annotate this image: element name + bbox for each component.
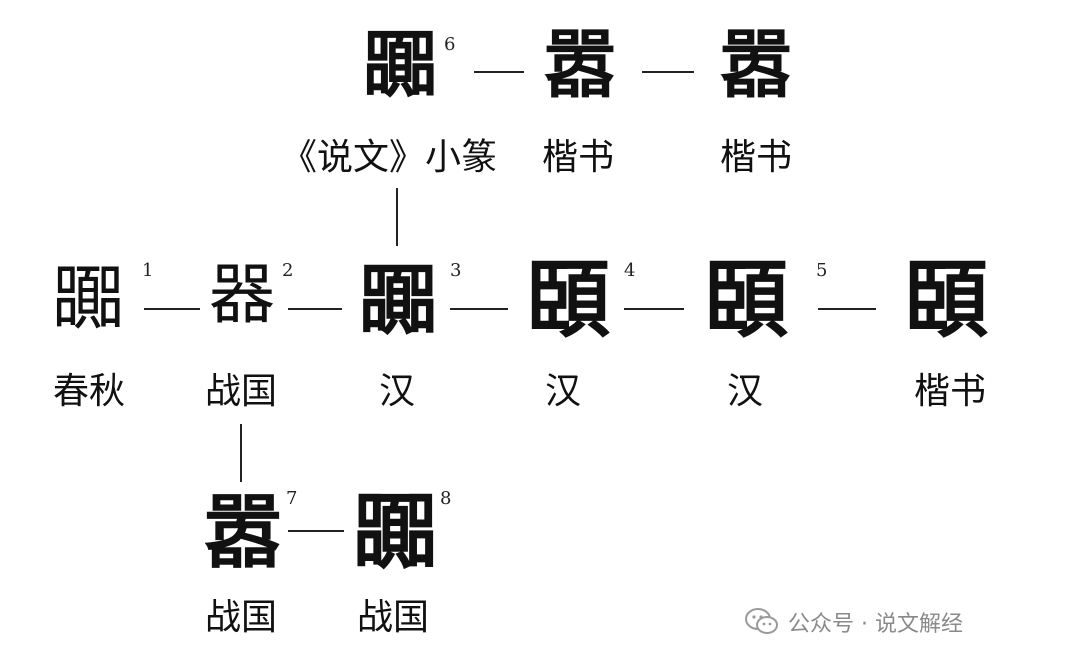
label-shuowen-xiaozhuan: 《说文》小篆 (280, 137, 497, 178)
connector-line (450, 308, 508, 310)
connector-line (642, 71, 694, 73)
glyph-zhanguo-1: 器 (209, 256, 275, 333)
note-number-6: 6 (444, 34, 456, 55)
label-kaishu: 楷书 (541, 137, 614, 178)
note-number-5: 5 (816, 260, 828, 281)
note-number-7: 7 (286, 488, 298, 509)
wechat-icon (745, 608, 778, 634)
label-chunqiu: 春秋 (52, 371, 125, 412)
label-zhanguo: 战国 (204, 597, 277, 638)
connector-line (818, 308, 876, 310)
glyph-kaishu-3: 頣 (903, 250, 988, 349)
note-number-1: 1 (142, 260, 154, 281)
glyph-zhanguo-3: 嚻 (352, 482, 437, 581)
connector-line-vertical (240, 424, 242, 482)
connector-line (144, 308, 200, 310)
note-number-2: 2 (282, 260, 294, 281)
label-han: 汉 (378, 371, 415, 412)
connector-line (474, 71, 524, 73)
note-number-3: 3 (450, 260, 462, 281)
label-zhanguo: 战国 (356, 597, 429, 638)
glyph-chunqiu: 嚻 (51, 256, 124, 340)
connector-line (288, 308, 342, 310)
watermark: 公众号 · 说文解经 (744, 604, 963, 640)
connector-line-vertical (396, 188, 398, 246)
connector-line (288, 530, 344, 532)
connector-line (624, 308, 684, 310)
glyph-zhanguo-2: 嚣 (203, 485, 283, 579)
note-number-8: 8 (440, 488, 452, 509)
label-zhanguo: 战国 (204, 371, 277, 412)
watermark-text: 公众号 · 说文解经 (788, 612, 963, 637)
glyph-xiaozhuan: 嚻 (363, 22, 437, 108)
label-kaishu: 楷书 (719, 137, 792, 178)
note-number-4: 4 (624, 260, 636, 281)
glyph-han-3: 頣 (703, 250, 788, 349)
label-kaishu: 楷书 (913, 371, 986, 412)
glyph-kaishu-2: 嚣 (719, 22, 793, 108)
glyph-kaishu-1: 嚣 (543, 22, 617, 108)
label-han: 汉 (726, 371, 763, 412)
glyph-han-2: 頣 (525, 250, 610, 349)
glyph-han-1: 嚻 (358, 255, 437, 346)
label-han: 汉 (544, 371, 581, 412)
